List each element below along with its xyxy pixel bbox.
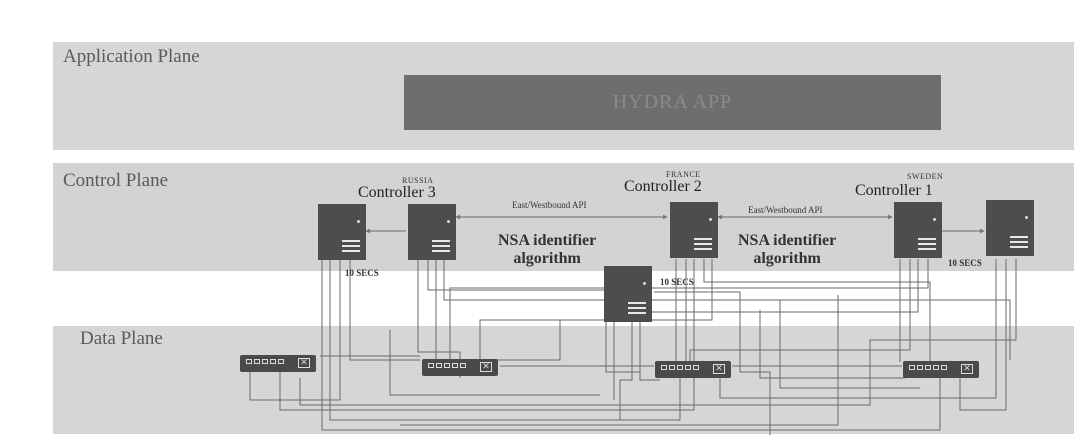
controller-3-server bbox=[408, 204, 456, 260]
hydra-app-box: HYDRA APP bbox=[404, 75, 941, 130]
switch-1: ✕ bbox=[240, 355, 316, 372]
switch-2: ✕ bbox=[422, 359, 498, 376]
server-led bbox=[643, 282, 646, 285]
controller-1-name: Controller 1 bbox=[855, 182, 933, 199]
timer-label-center: 10 SECS bbox=[660, 277, 694, 287]
hydra-app-label: HYDRA APP bbox=[612, 91, 733, 113]
controller-1-country: SWEDEN bbox=[907, 172, 944, 181]
controller-2-server bbox=[670, 202, 718, 258]
server-led bbox=[1025, 216, 1028, 219]
api-label-left: East/Westbound API bbox=[512, 200, 587, 210]
switch-uplink-icon: ✕ bbox=[480, 362, 492, 372]
server-led bbox=[357, 220, 360, 223]
switch-uplink-icon: ✕ bbox=[298, 358, 310, 368]
controller-1-server bbox=[894, 202, 942, 258]
controller-3-country: RUSSIA bbox=[402, 176, 434, 185]
switch-4: ✕ bbox=[903, 361, 979, 378]
timer-label-left: 10 SECS bbox=[345, 268, 379, 278]
data-plane bbox=[53, 326, 1074, 434]
data-plane-label: Data Plane bbox=[80, 328, 163, 349]
nsa-label-left: NSA identifier algorithm bbox=[498, 232, 597, 267]
control-plane-label: Control Plane bbox=[63, 170, 169, 191]
server-led bbox=[447, 220, 450, 223]
controller-3-name: Controller 3 bbox=[358, 184, 436, 201]
nsa-server bbox=[604, 266, 652, 322]
server-led bbox=[709, 218, 712, 221]
application-plane-label: Application Plane bbox=[63, 46, 200, 67]
server-led bbox=[933, 218, 936, 221]
nsa-label-right: NSA identifier algorithm bbox=[738, 232, 837, 267]
switch-uplink-icon: ✕ bbox=[713, 364, 725, 374]
backup-server-right bbox=[986, 200, 1034, 256]
switch-3: ✕ bbox=[655, 361, 731, 378]
switch-uplink-icon: ✕ bbox=[961, 364, 973, 374]
controller-2-country: FRANCE bbox=[666, 170, 701, 179]
timer-label-right: 10 SECS bbox=[948, 258, 982, 268]
api-label-right: East/Westbound API bbox=[748, 205, 823, 215]
controller-2-name: Controller 2 bbox=[624, 178, 702, 195]
backup-server-left bbox=[318, 204, 366, 260]
